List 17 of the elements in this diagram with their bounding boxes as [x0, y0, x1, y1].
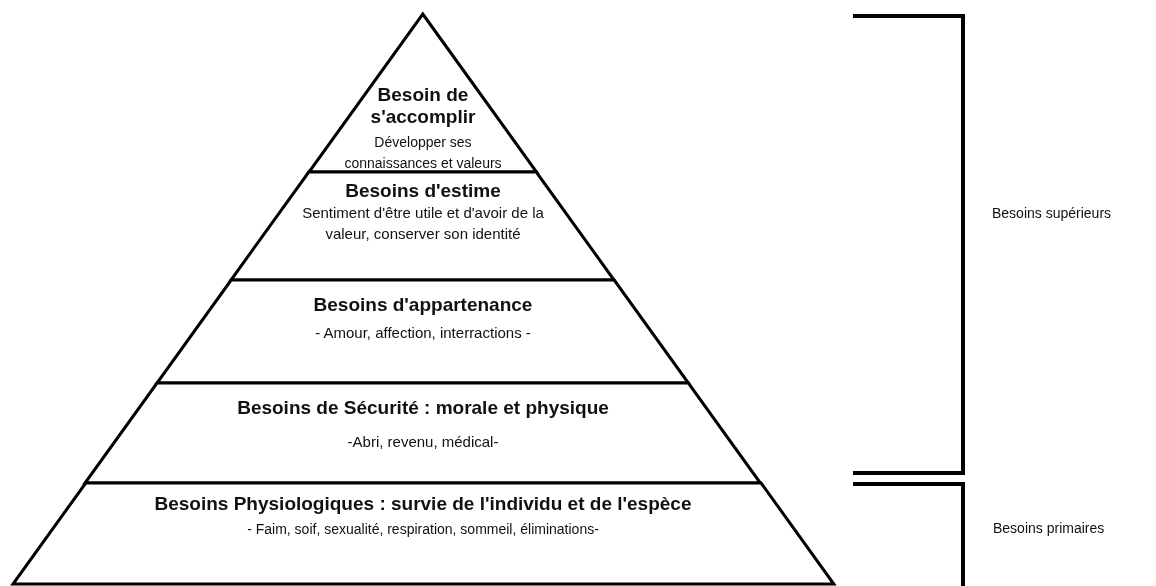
pyramid-apex [309, 14, 537, 172]
pyramid-tier [85, 383, 761, 483]
tier-description: Sentiment d'être utile et d'avoir de la valeur, conserver son identité [301, 203, 545, 244]
pyramid-tier [12, 483, 834, 584]
tier-heading: Besoins de Sécurité : morale et physique [237, 397, 609, 419]
tier-heading: Besoins Physiologiques : survie de l'individu et de l'espèce [154, 493, 692, 515]
tier-heading: Besoins d'estime [345, 180, 501, 202]
tier-heading: Besoins d'appartenance [313, 294, 533, 316]
tier-description: - Amour, affection, interractions - [315, 323, 531, 343]
tier-heading: Besoin de s'accomplir [369, 84, 477, 128]
tier-description: -Abri, revenu, médical- [347, 432, 499, 452]
pyramid-tier [157, 280, 689, 383]
group-label: Besoins primaires [993, 520, 1105, 536]
pyramid-tier [231, 172, 615, 280]
tier-description: Développer ses connaissances et valeurs [343, 133, 503, 173]
group-label: Besoins supérieurs [992, 205, 1112, 221]
tier-description: - Faim, soif, sexualité, respiration, sommeil, éliminations- [247, 520, 599, 539]
